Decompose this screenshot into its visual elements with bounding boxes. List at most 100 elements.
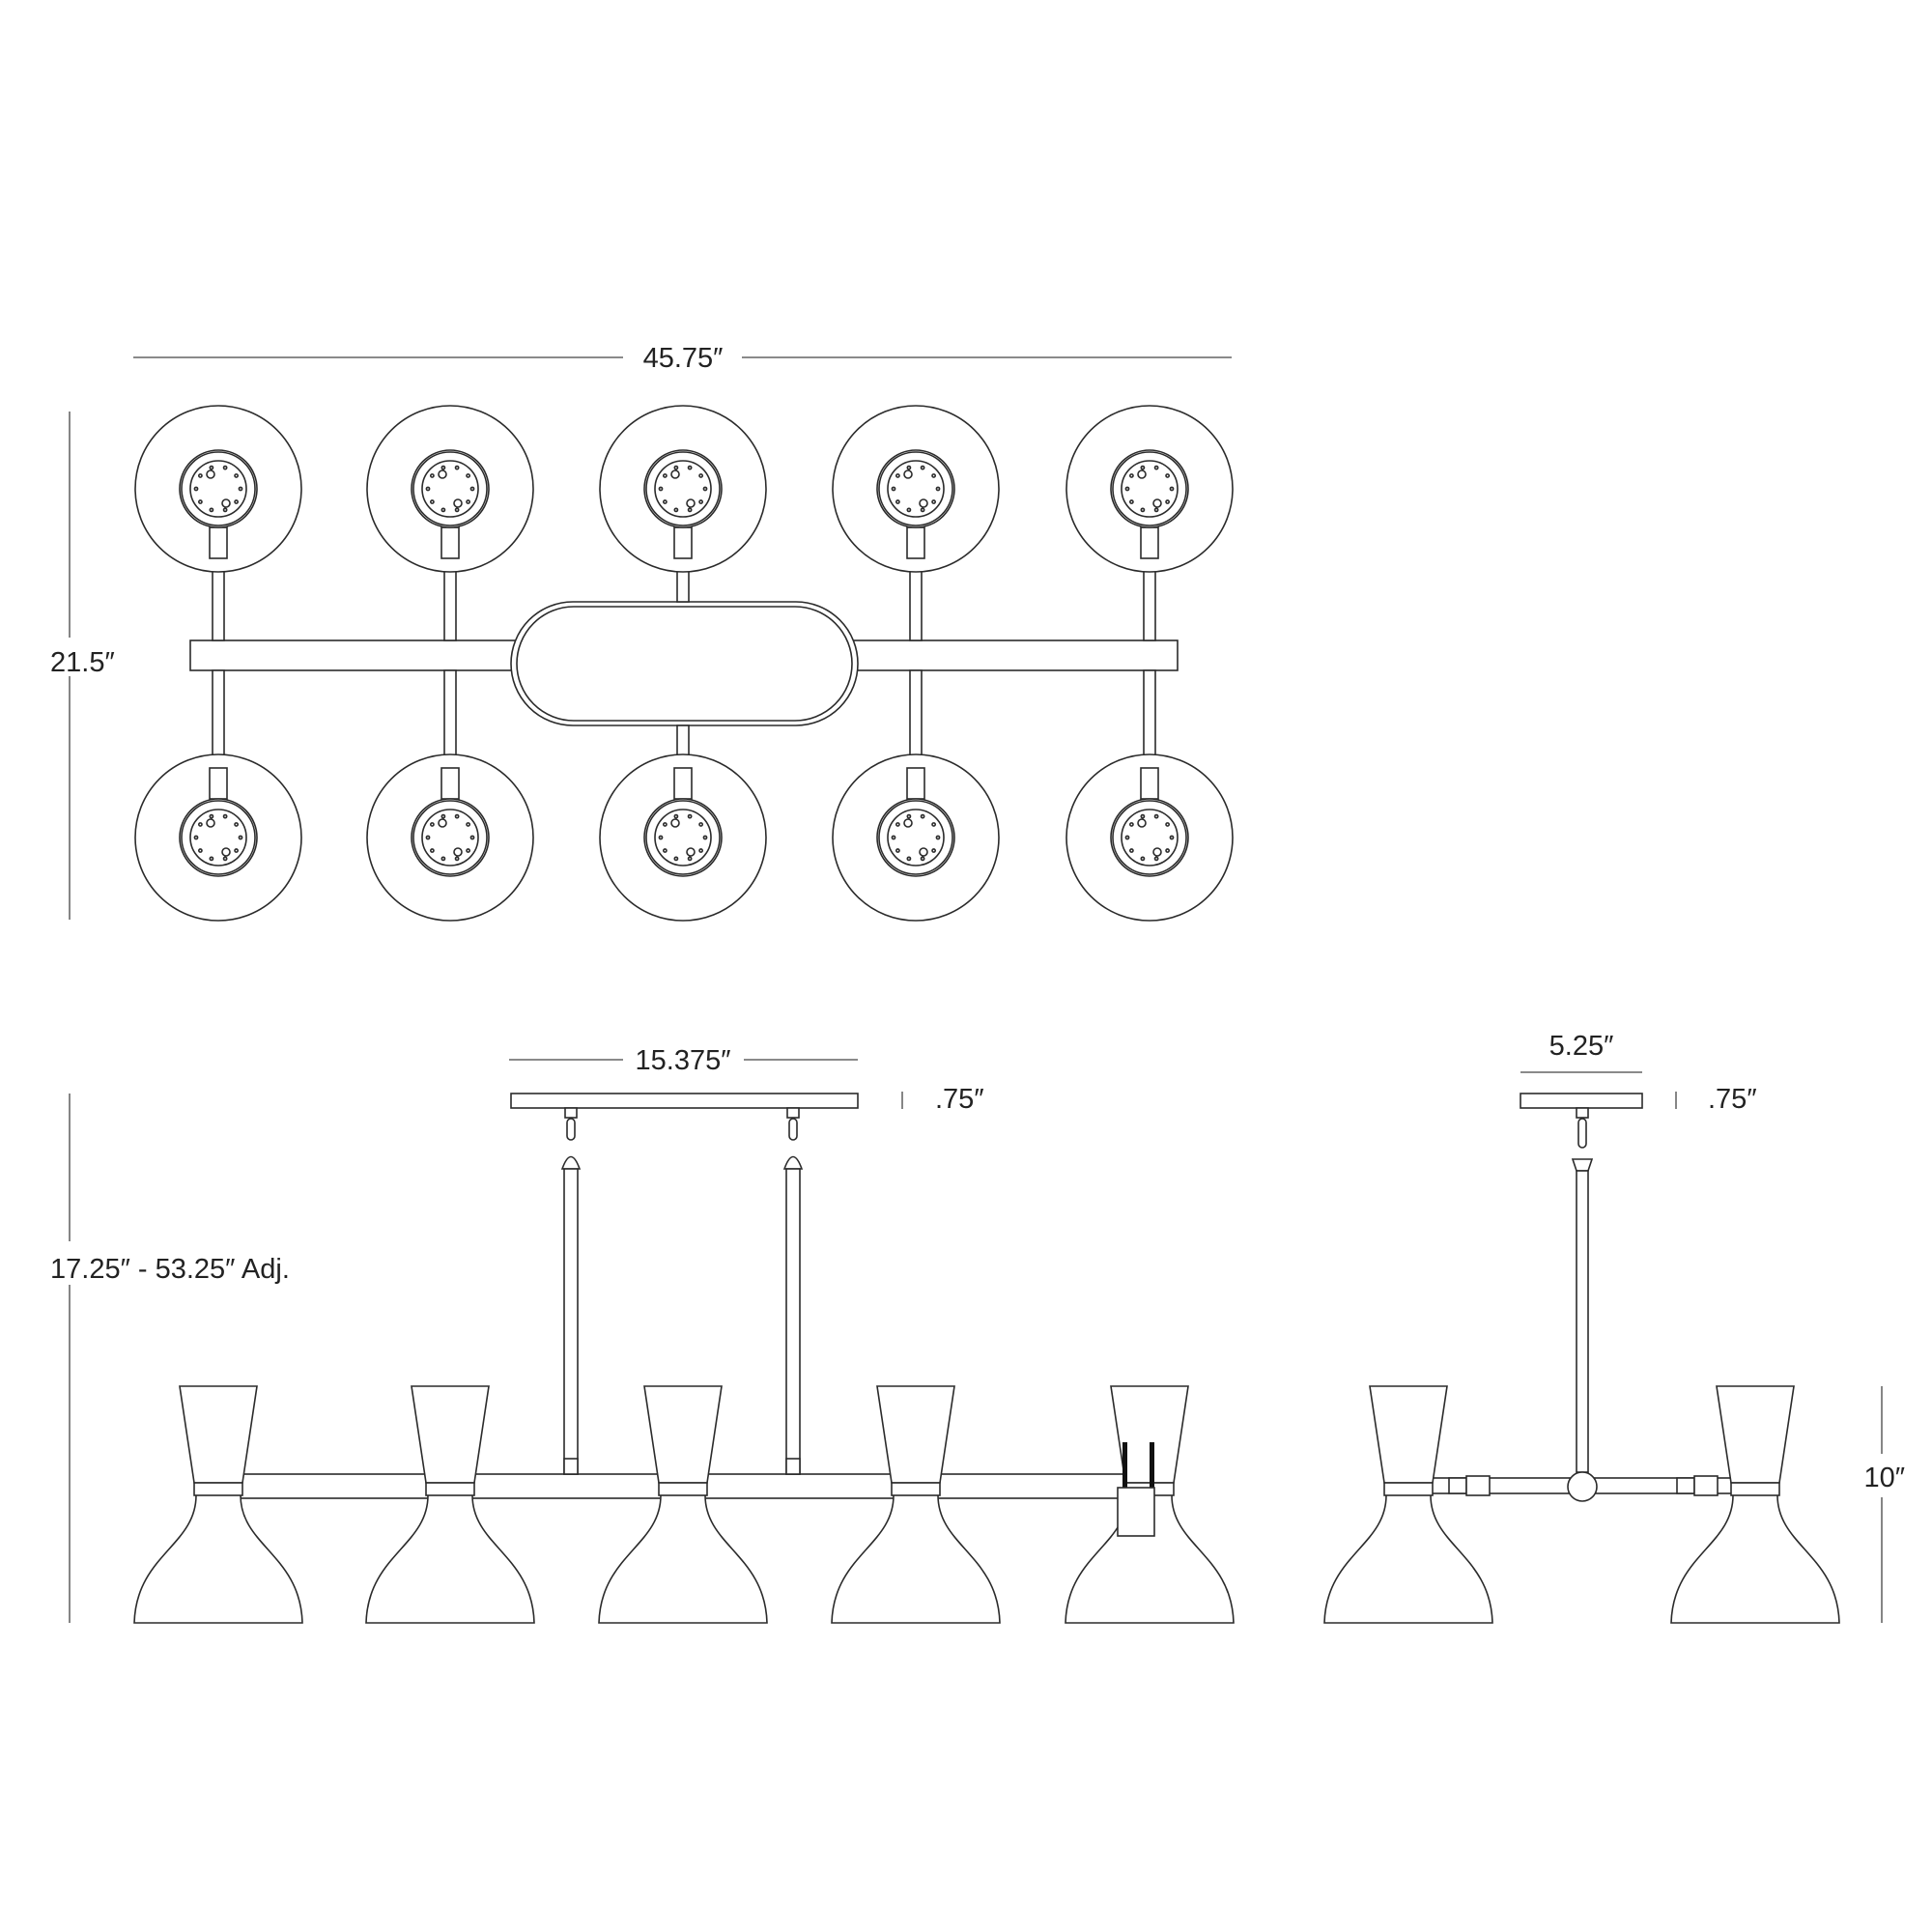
vent-hole (906, 507, 912, 513)
socket-collar (440, 767, 460, 800)
vent-hole (906, 465, 912, 470)
vent-hole (895, 822, 900, 827)
vent-hole (1128, 848, 1134, 853)
shade-top-bottom-2 (366, 669, 534, 922)
vent-hole (197, 473, 203, 478)
bulb-socket (1117, 1487, 1155, 1537)
vent-hole (429, 473, 435, 478)
shade-bell (831, 1494, 1001, 1624)
shade-top-top-2 (366, 405, 534, 641)
canopy-hook (564, 1107, 578, 1119)
vent-hole (440, 856, 446, 862)
screw-icon (1137, 818, 1147, 828)
vent-hole (440, 813, 446, 819)
label-overall-depth: 21.5″ (50, 647, 115, 678)
screw-icon (206, 469, 215, 479)
socket-collar (673, 767, 693, 800)
vent-hole (1153, 856, 1159, 862)
screw-icon (1152, 847, 1162, 857)
vent-hole (440, 507, 446, 513)
shade-top-top-3 (599, 405, 767, 603)
rod-cone (1571, 1158, 1594, 1172)
vent-hole (429, 848, 435, 853)
vent-hole (193, 835, 199, 840)
dim-overall-height: 17.25″ - 53.25″ Adj. (50, 1094, 290, 1623)
vent-hole (193, 486, 199, 492)
vent-hole (469, 835, 475, 840)
label-overall-height: 17.25″ - 53.25″ Adj. (50, 1254, 290, 1285)
shade-cone (1369, 1385, 1448, 1484)
vent-hole (234, 499, 240, 504)
vent-hole (1169, 486, 1175, 492)
dim-canopy-height-front: .75″ (901, 1084, 984, 1115)
screw-icon (438, 818, 447, 828)
suspension-rod-1 (560, 1107, 582, 1475)
socket-pin (1150, 1442, 1154, 1489)
screw-icon (903, 469, 913, 479)
vent-hole (895, 473, 900, 478)
vent-hole (1165, 473, 1171, 478)
vent-hole (698, 822, 704, 827)
shade-band (1383, 1482, 1434, 1496)
shade-front-1 (133, 1385, 303, 1624)
socket-plate-inner (654, 460, 712, 518)
arm-nut (1693, 1475, 1719, 1496)
canopy-hook (786, 1107, 800, 1119)
vent-hole (698, 848, 704, 853)
vent-hole (1128, 822, 1134, 827)
screw-icon (206, 818, 215, 828)
vent-hole (1165, 848, 1171, 853)
vent-hole (891, 835, 896, 840)
vent-hole (466, 499, 471, 504)
vent-hole (662, 473, 668, 478)
vent-hole (906, 856, 912, 862)
vent-hole (1165, 822, 1171, 827)
vent-hole (209, 813, 214, 819)
vent-hole (673, 507, 679, 513)
rod (563, 1168, 579, 1475)
shade-cone (411, 1385, 490, 1484)
shade-cone (876, 1385, 955, 1484)
screw-icon (1137, 469, 1147, 479)
vent-hole (935, 486, 941, 492)
dim-overall-depth: 21.5″ (50, 412, 115, 920)
vent-hole (698, 473, 704, 478)
vent-hole (1124, 486, 1130, 492)
screw-icon (453, 498, 463, 508)
screw-icon (919, 498, 928, 508)
screw-icon (438, 469, 447, 479)
shade-band (193, 1482, 243, 1496)
shade-side-1 (1323, 1385, 1493, 1624)
screw-icon (221, 498, 231, 508)
socket-collar (209, 526, 228, 559)
vent-hole (1153, 465, 1159, 470)
vent-hole (931, 848, 937, 853)
vent-hole (687, 507, 693, 513)
socket-collar (1140, 767, 1159, 800)
shade-side-2 (1670, 1385, 1840, 1624)
shade-band (1730, 1482, 1780, 1496)
chain-link (566, 1118, 576, 1141)
shade-band (891, 1482, 941, 1496)
label-canopy-height-front: .75″ (935, 1084, 984, 1115)
vent-hole (891, 486, 896, 492)
screw-icon (670, 818, 680, 828)
top-view (134, 405, 1234, 922)
socket-collar (906, 526, 925, 559)
rod-cap (785, 1458, 801, 1475)
vent-hole (454, 507, 460, 513)
shade-bell (1670, 1494, 1840, 1624)
chain-link (788, 1118, 798, 1141)
vent-hole (906, 813, 912, 819)
vent-hole (1165, 499, 1171, 504)
shade-front-4 (831, 1385, 1001, 1624)
vent-hole (429, 499, 435, 504)
vent-hole (1153, 507, 1159, 513)
vent-hole (238, 486, 243, 492)
vent-hole (702, 486, 708, 492)
shade-top-top-5 (1065, 405, 1234, 641)
vent-hole (454, 813, 460, 819)
side-canopy (1520, 1093, 1643, 1109)
vent-hole (222, 856, 228, 862)
